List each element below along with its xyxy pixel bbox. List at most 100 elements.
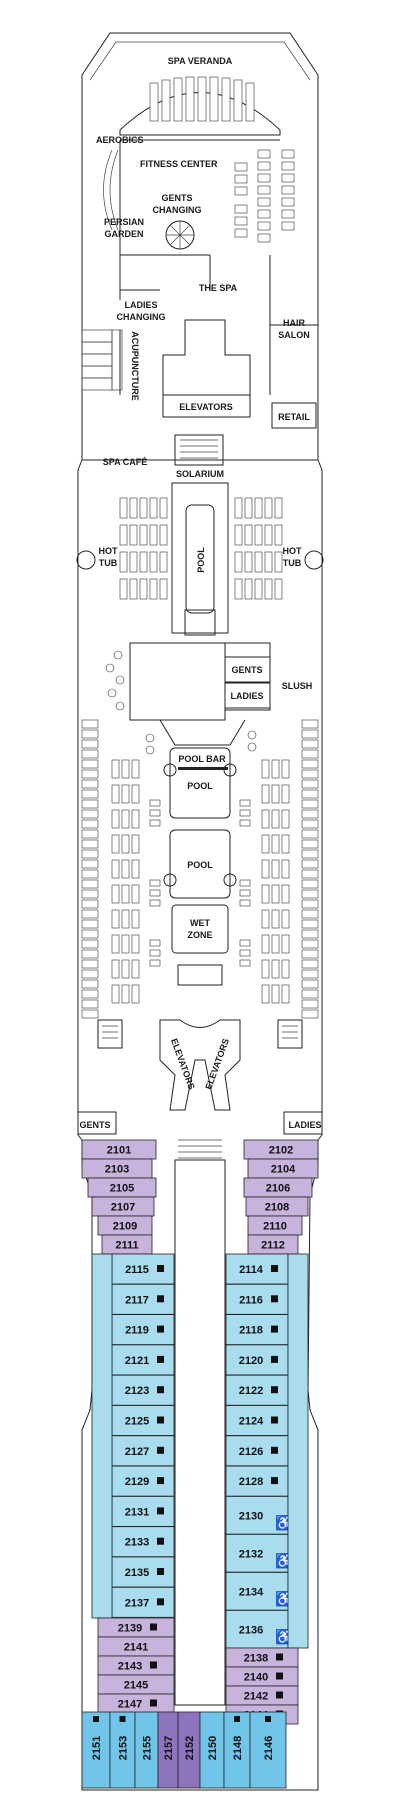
cabin-2107[interactable]: 2107: [91, 1196, 155, 1217]
cabin-2111[interactable]: 2111: [101, 1234, 153, 1255]
center-corridor: [174, 1159, 226, 1706]
cabin-2104[interactable]: 2104: [247, 1158, 319, 1179]
cabin-2157[interactable]: 2157: [157, 1711, 179, 1789]
aft-stair-port: [97, 1019, 123, 1049]
cabin-number: 2105: [110, 1183, 134, 1195]
cabin-2153[interactable]: 2153: [109, 1711, 136, 1789]
cabin-2147[interactable]: 2147: [97, 1693, 175, 1714]
label-aerobics: AEROBICS: [96, 135, 144, 145]
cabin-number: 2134: [239, 1586, 264, 1598]
label-wet-zone-1: WET: [190, 918, 210, 928]
cabin-number: 2107: [111, 1202, 135, 1214]
cabin-number: 2112: [261, 1240, 285, 1252]
cabin-2143[interactable]: 2143: [97, 1655, 175, 1676]
cabin-number: 2146: [263, 1736, 275, 1760]
connecting-marker-icon: [271, 1477, 278, 1485]
treatment-rooms: [81, 329, 123, 391]
cabin-number: 2126: [239, 1446, 263, 1458]
connecting-marker-icon: [271, 1355, 278, 1363]
solarium-loungers: [119, 497, 283, 600]
retail-box: [271, 402, 317, 429]
cabin-number: 2148: [232, 1736, 244, 1760]
cabin-2134[interactable]: 2134♿: [225, 1572, 292, 1611]
connecting-marker-icon: [276, 1691, 283, 1699]
connecting-marker-icon: [150, 1661, 157, 1669]
cabin-2121[interactable]: 2121: [111, 1344, 175, 1376]
cabin-2135[interactable]: 2135: [111, 1556, 175, 1588]
cabin-2155[interactable]: 2155: [134, 1711, 159, 1789]
cabin-2130[interactable]: 2130♿: [225, 1496, 292, 1535]
connecting-marker-icon: [265, 1716, 271, 1722]
cabin-2142[interactable]: 2142: [225, 1685, 299, 1706]
cabin-2120[interactable]: 2120: [225, 1344, 289, 1376]
cabin-2139[interactable]: 2139: [97, 1617, 175, 1638]
solarium-stair-treads: [180, 439, 218, 459]
cabin-number: 2119: [125, 1325, 149, 1337]
cabin-2108[interactable]: 2108: [245, 1196, 309, 1217]
label-pool-1: POOL: [187, 781, 213, 791]
cabin-2141[interactable]: 2141: [97, 1636, 175, 1657]
cabin-2124[interactable]: 2124: [225, 1405, 289, 1436]
cabin-2148[interactable]: 2148: [223, 1711, 251, 1789]
cabin-2122[interactable]: 2122: [225, 1374, 289, 1406]
cabin-number: 2114: [239, 1264, 264, 1276]
cabin-2110[interactable]: 2110: [247, 1215, 303, 1236]
cabin-2109[interactable]: 2109: [97, 1215, 153, 1236]
cabin-2152[interactable]: 2152: [177, 1711, 201, 1789]
cabin-2138[interactable]: 2138: [225, 1647, 299, 1668]
cabin-2146[interactable]: 2146: [249, 1711, 287, 1789]
cabin-2106[interactable]: 2106: [243, 1177, 313, 1198]
cabin-2103[interactable]: 2103: [81, 1158, 153, 1179]
cabin-number: 2102: [269, 1145, 293, 1157]
label-solarium-pool: POOL: [196, 547, 206, 573]
cabin-2119[interactable]: 2119: [111, 1314, 175, 1345]
cabin-2125[interactable]: 2125: [111, 1405, 175, 1436]
bar-stair-top: [184, 609, 216, 636]
cabin-2101[interactable]: 2101: [81, 1139, 157, 1160]
cabin-2112[interactable]: 2112: [247, 1234, 299, 1255]
cabin-2116[interactable]: 2116: [225, 1283, 289, 1315]
cabin-number: 2123: [125, 1385, 149, 1397]
connecting-marker-icon: [157, 1265, 164, 1272]
cabin-number: 2117: [125, 1294, 149, 1306]
label-elevators-aft-port: ELEVATORS: [169, 1037, 197, 1091]
cabin-number: 2151: [91, 1736, 103, 1760]
pool-bar-divider: [178, 767, 228, 770]
cabin-2150[interactable]: 2150: [199, 1711, 225, 1789]
cabin-2131[interactable]: 2131: [111, 1496, 175, 1527]
label-hot-tub-starboard-2: TUB: [283, 558, 302, 568]
cabin-2129[interactable]: 2129: [111, 1465, 175, 1497]
label-ladies-aft: LADIES: [288, 1120, 321, 1130]
cabin-2127[interactable]: 2127: [111, 1435, 175, 1467]
elevators-fwd-block: [162, 319, 251, 396]
aft-elevator-block: [159, 1019, 241, 1111]
cabin-2114[interactable]: 2114: [225, 1253, 289, 1285]
cabin-2140[interactable]: 2140: [225, 1666, 299, 1687]
port-balcony-strip: [91, 1253, 113, 1619]
cabin-number: 2153: [118, 1736, 130, 1760]
cabin-2132[interactable]: 2132♿: [225, 1534, 292, 1573]
cabin-2117[interactable]: 2117: [111, 1283, 175, 1315]
cabin-2137[interactable]: 2137: [111, 1586, 175, 1618]
cabin-2133[interactable]: 2133: [111, 1526, 175, 1558]
cabin-2115[interactable]: 2115: [111, 1253, 175, 1285]
cabin-number: 2131: [125, 1506, 149, 1518]
cabin-2105[interactable]: 2105: [87, 1177, 157, 1198]
cabin-2128[interactable]: 2128: [225, 1465, 289, 1497]
cabin-2136[interactable]: 2136♿: [225, 1610, 292, 1649]
label-wet-zone-2: ZONE: [187, 930, 212, 940]
cabin-number: 2116: [239, 1294, 263, 1306]
main-loungers-starboard: [301, 719, 319, 1019]
cabin-2151[interactable]: 2151: [81, 1711, 111, 1789]
cabin-number: 2120: [239, 1355, 263, 1367]
cabin-2102[interactable]: 2102: [243, 1139, 319, 1160]
cabin-2145[interactable]: 2145: [97, 1674, 175, 1695]
connecting-marker-icon: [157, 1507, 164, 1515]
connecting-marker-icon: [271, 1265, 278, 1272]
ladies-box: [224, 682, 271, 709]
cabin-2118[interactable]: 2118: [225, 1314, 289, 1345]
cabin-2126[interactable]: 2126: [225, 1435, 289, 1467]
cabin-number: 2152: [184, 1736, 196, 1760]
cabin-2123[interactable]: 2123: [111, 1374, 175, 1406]
